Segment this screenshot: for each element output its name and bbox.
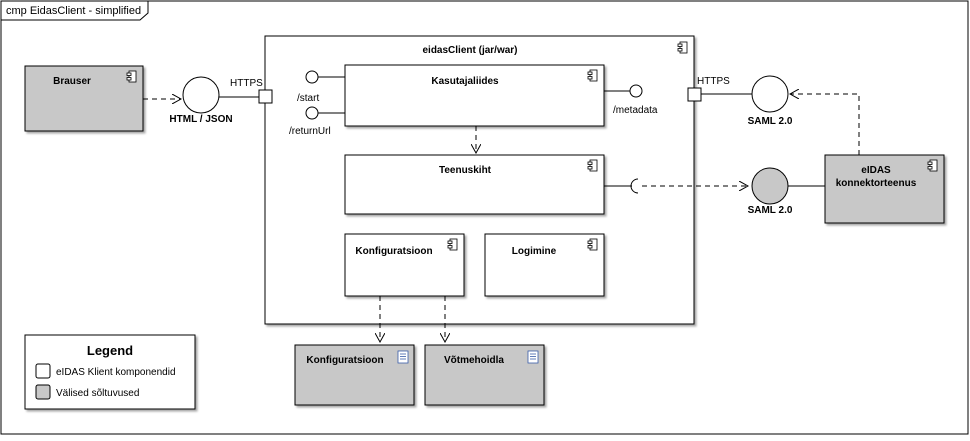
start-interface <box>305 70 319 84</box>
legend-swatch-internal <box>35 363 51 379</box>
teenuskiht-label: Teenuskiht <box>439 165 492 176</box>
saml-top-interface <box>751 75 789 113</box>
html-json-interface <box>182 76 220 114</box>
https-left-label: HTTPS <box>230 78 263 89</box>
votmehoidla-label: Võtmehoidla <box>444 355 504 366</box>
html-json-label: HTML / JSON <box>169 114 232 125</box>
metadata-label: /metadata <box>613 105 658 116</box>
kasutajaliides-label: Kasutajaliides <box>431 76 499 87</box>
legend-box <box>24 334 196 410</box>
frame-title-tab <box>0 0 149 21</box>
konfiguratsioon-external-label: Konfiguratsioon <box>306 355 383 366</box>
konfiguratsioon-inner-component <box>344 233 465 297</box>
eidas-label-line1: eIDAS <box>861 165 891 176</box>
konfiguratsioon-inner-label: Konfiguratsioon <box>355 246 432 257</box>
eidas-konnektorteenus-component <box>824 154 945 224</box>
konfiguratsioon-external-artifact <box>294 344 415 406</box>
logimine-component <box>484 233 605 297</box>
document-icon <box>527 350 539 364</box>
start-label: /start <box>297 93 319 104</box>
legend-item-external: Välised sõltuvused <box>56 388 139 399</box>
kasutajaliides-component <box>344 64 605 127</box>
https-left-port <box>258 89 273 104</box>
eidas-label-line2: konnektorteenus <box>836 178 917 189</box>
document-icon <box>397 350 409 364</box>
frame-title: cmp EidasClient - simplified <box>6 5 141 17</box>
brauser-label: Brauser <box>53 76 91 87</box>
teenuskiht-component <box>344 154 605 215</box>
eidasclient-container-title: eidasClient (jar/war) <box>422 45 517 56</box>
saml-bottom-interface <box>751 167 789 205</box>
return-url-interface <box>305 106 319 120</box>
logimine-label: Logimine <box>512 246 557 257</box>
saml-bottom-label: SAML 2.0 <box>748 205 793 216</box>
votmehoidla-artifact <box>424 344 545 406</box>
brauser-component <box>24 65 144 132</box>
legend-item-internal: eIDAS Klient komponendid <box>56 367 176 378</box>
saml-top-label: SAML 2.0 <box>748 116 793 127</box>
metadata-interface <box>629 84 643 98</box>
return-url-label: /returnUrl <box>289 126 331 137</box>
teenuskiht-required-socket <box>630 178 639 194</box>
https-right-label: HTTPS <box>697 76 730 87</box>
legend-swatch-external <box>35 384 51 400</box>
eidas-to-saml-top-dependency <box>790 94 860 155</box>
legend-title: Legend <box>87 343 133 358</box>
https-right-port <box>687 87 702 102</box>
